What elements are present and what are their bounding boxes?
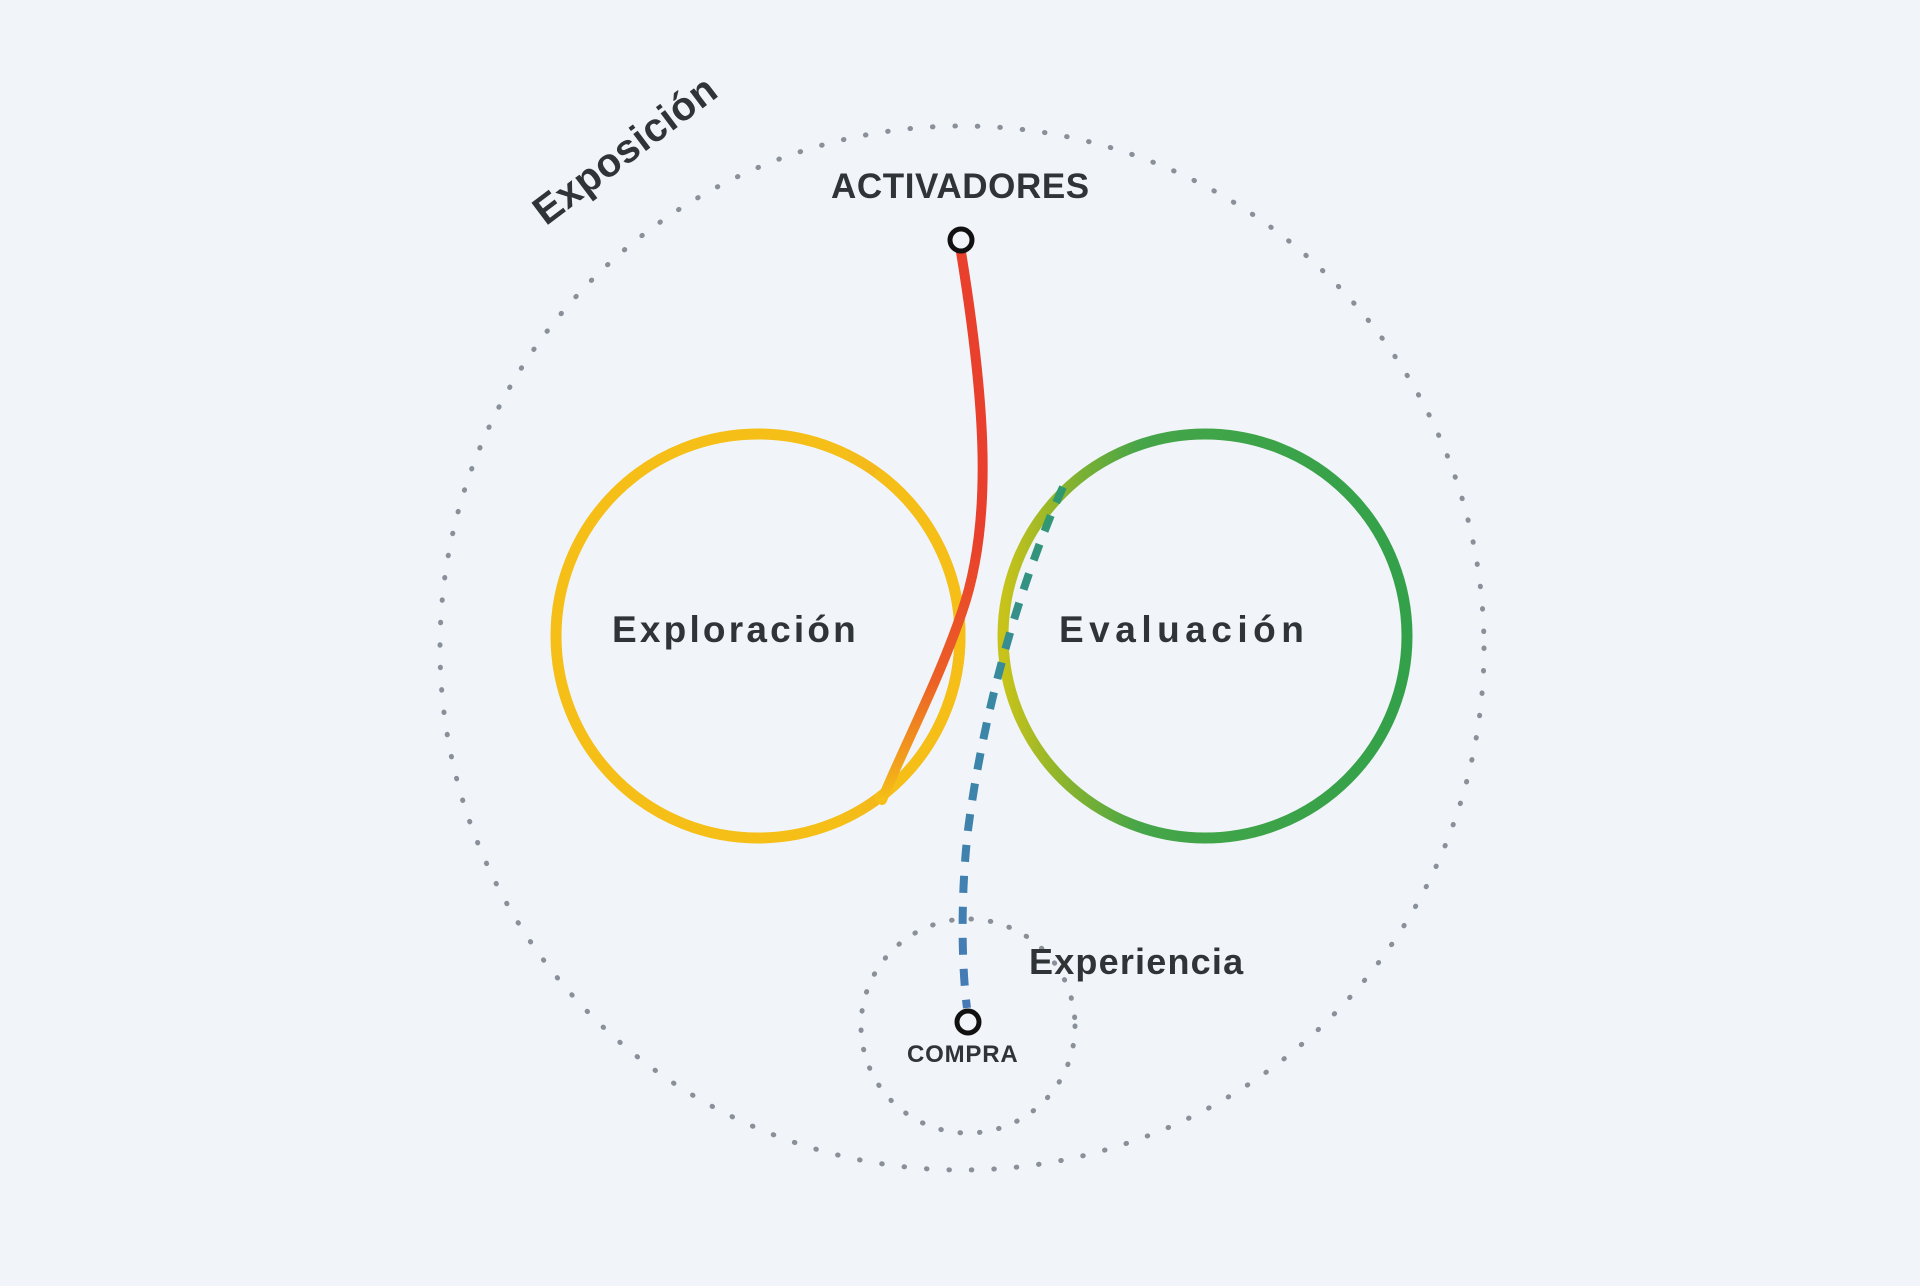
label-compra: COMPRA [907, 1041, 1019, 1068]
label-exploracion: Exploración [612, 609, 859, 650]
activadores-connector [877, 247, 988, 805]
label-evaluacion: Evaluación [1059, 609, 1310, 650]
exposicion-dotted-ring [437, 123, 1487, 1173]
exploracion-loop-crossing-arc [874, 469, 966, 803]
experiencia-dotted-ring [858, 916, 1078, 1136]
evaluacion-loop [997, 428, 1413, 844]
compra-node-marker[interactable] [954, 1008, 982, 1036]
compra-connector [958, 485, 1067, 1009]
activadores-node-marker[interactable] [947, 226, 975, 254]
label-experiencia: Experiencia [1029, 941, 1245, 982]
label-activadores: ACTIVADORES [831, 167, 1090, 206]
